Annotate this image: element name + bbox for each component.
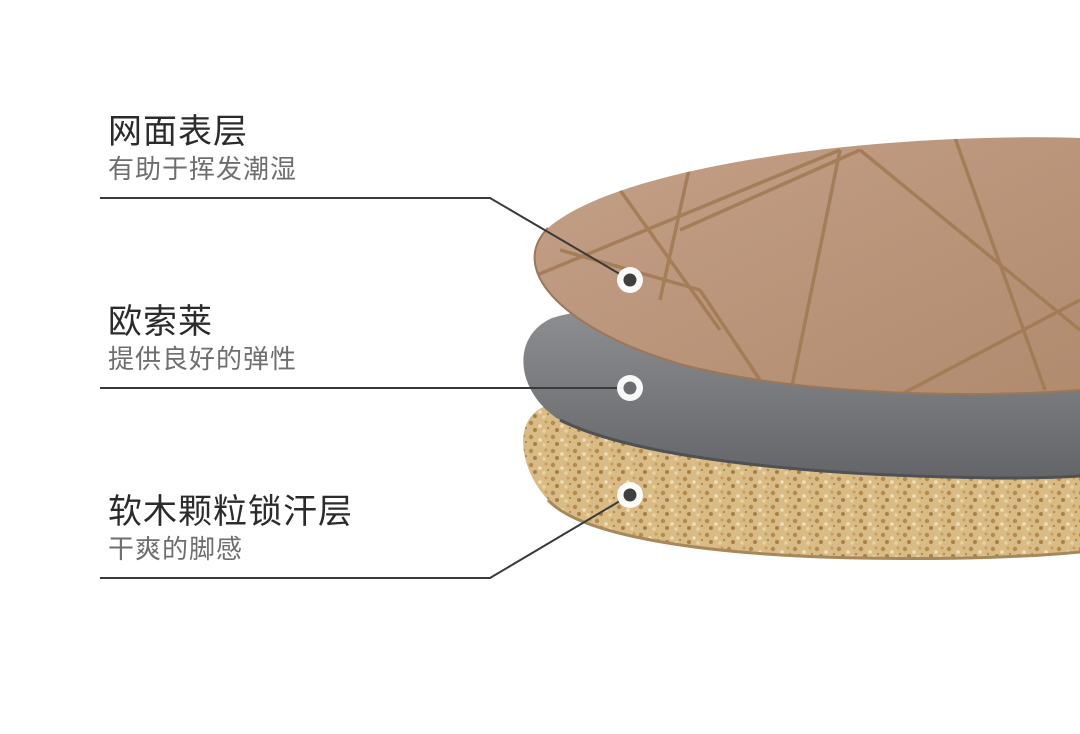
marker-mesh <box>617 267 643 293</box>
marker-ortholite <box>617 375 643 401</box>
label-ortholite-layer: 欧索莱 提供良好的弹性 <box>108 302 297 376</box>
leader-line-mesh <box>100 197 631 281</box>
label-mesh-layer: 网面表层 有助于挥发潮湿 <box>108 112 297 186</box>
layer-title: 网面表层 <box>108 112 248 152</box>
mesh-layer <box>534 137 1080 394</box>
mesh-pattern <box>534 137 1080 394</box>
cork-layer-edge <box>546 498 1080 561</box>
layer-title: 欧索莱 <box>108 302 213 342</box>
leader-line-cork <box>100 494 631 579</box>
label-cork-layer: 软木颗粒锁汗层 干爽的脚感 <box>108 492 353 566</box>
layer-subtitle: 有助于挥发潮湿 <box>108 155 298 185</box>
layer-subtitle: 提供良好的弹性 <box>108 345 298 375</box>
layer-title: 软木颗粒锁汗层 <box>108 492 353 532</box>
mesh-layer-edge <box>533 227 1080 395</box>
marker-cork <box>617 482 643 508</box>
layer-subtitle: 干爽的脚感 <box>108 535 244 565</box>
ortholite-layer-edge <box>559 418 1080 480</box>
